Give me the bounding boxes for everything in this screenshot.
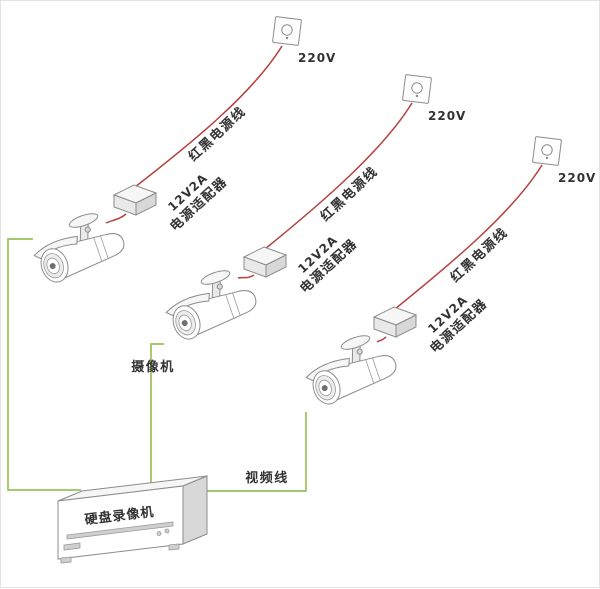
- dvr-button: [164, 528, 170, 534]
- adapter-label-2: 12V2A 电源适配器: [295, 233, 360, 297]
- power-outlet-3: [532, 136, 562, 166]
- video-wire-1: [7, 238, 81, 491]
- video-wires: [7, 238, 307, 492]
- power-wire-3b: [376, 336, 387, 343]
- dvr-foot: [60, 556, 72, 564]
- power-wire-1: [134, 45, 283, 188]
- power-cable-label-1: 红黑电源线: [185, 103, 249, 164]
- camera-1: [26, 205, 130, 288]
- power-wire-3: [394, 164, 543, 310]
- power-adapter-1: [113, 184, 157, 216]
- power-cable-label-2: 红黑电源线: [317, 163, 381, 224]
- dvr-front-face: [57, 485, 184, 560]
- power-wire-2: [264, 102, 413, 250]
- camera-3: [298, 327, 402, 410]
- video-wire-2: [150, 343, 164, 490]
- outlet-voltage-label-1: 220V: [298, 51, 336, 65]
- power-wire-1b: [105, 213, 127, 224]
- power-outlet-2: [402, 74, 432, 104]
- video-wire-3: [206, 412, 307, 492]
- power-adapter-3: [373, 306, 417, 338]
- power-wires: [105, 45, 543, 343]
- dvr-side-face: [182, 475, 208, 545]
- dvr-disc-slot: [66, 521, 174, 540]
- camera-label: 摄像机: [131, 359, 175, 375]
- power-cable-label-3: 红黑电源线: [447, 224, 511, 285]
- video-cable-label: 视频线: [245, 470, 289, 486]
- power-adapter-2: [243, 246, 287, 278]
- outlet-voltage-label-2: 220V: [428, 109, 466, 123]
- dvr: 硬盘录像机: [57, 475, 208, 564]
- power-wire-2b: [237, 274, 255, 279]
- dvr-foot: [168, 543, 180, 551]
- camera-2: [158, 262, 262, 345]
- outlet-voltage-label-3: 220V: [558, 171, 596, 185]
- adapter-label-1: 12V2A 电源适配器: [165, 171, 230, 235]
- power-outlet-1: [272, 16, 302, 46]
- dvr-button: [156, 531, 162, 536]
- dvr-usb-port: [63, 542, 81, 551]
- adapter-label-3: 12V2A 电源适配器: [425, 293, 490, 357]
